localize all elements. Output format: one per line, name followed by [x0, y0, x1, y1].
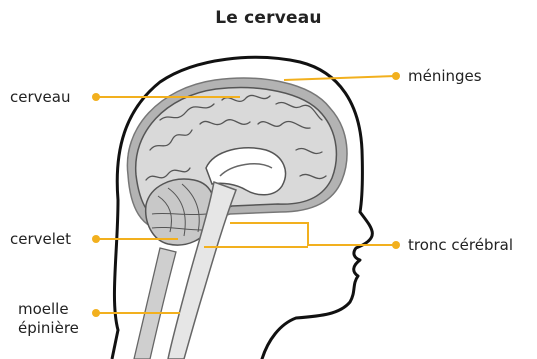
label-moelle-line2: épinière — [18, 319, 79, 338]
label-cerveau: cerveau — [10, 88, 70, 106]
label-tronc-cerebral: tronc cérébral — [408, 236, 513, 254]
label-moelle-epiniere: moelle épinière — [18, 300, 79, 338]
neck-back — [112, 330, 118, 359]
label-cervelet: cervelet — [10, 230, 71, 248]
label-meninges: méninges — [408, 67, 482, 85]
spinal-column — [134, 248, 176, 359]
label-moelle-line1: moelle — [18, 300, 79, 319]
